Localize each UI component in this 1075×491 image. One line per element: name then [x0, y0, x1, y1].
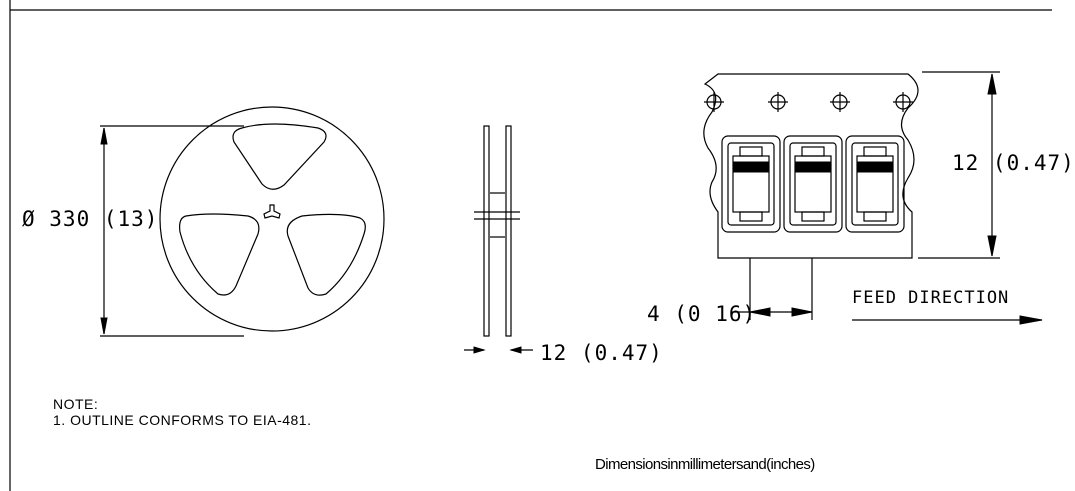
reel-front-view [100, 106, 385, 337]
reel-width-label: 12 (0.47) [540, 341, 663, 365]
sprocket-holes [704, 92, 913, 112]
units-caption: Dimensionsinmillimetersand(inches) [595, 456, 815, 473]
drawing-border [9, 0, 1052, 491]
component-pocket [783, 135, 843, 233]
reel-diameter-label: Ø 330 (13) [22, 207, 159, 231]
component-pocket [721, 135, 781, 233]
note-item: 1. OUTLINE CONFORMS TO EIA-481. [53, 412, 312, 428]
tape-width-label: 12 (0.47) [952, 151, 1075, 175]
note-heading: NOTE: [53, 396, 99, 412]
component-pocket [845, 135, 905, 233]
tape-pitch-label: 4 (0 16) [647, 302, 757, 326]
carrier-tape-view [703, 71, 1043, 325]
reel-side-view [464, 125, 533, 354]
reel-tape-drawing [9, 0, 1052, 491]
feed-direction-label: FEED DIRECTION [852, 288, 1010, 308]
